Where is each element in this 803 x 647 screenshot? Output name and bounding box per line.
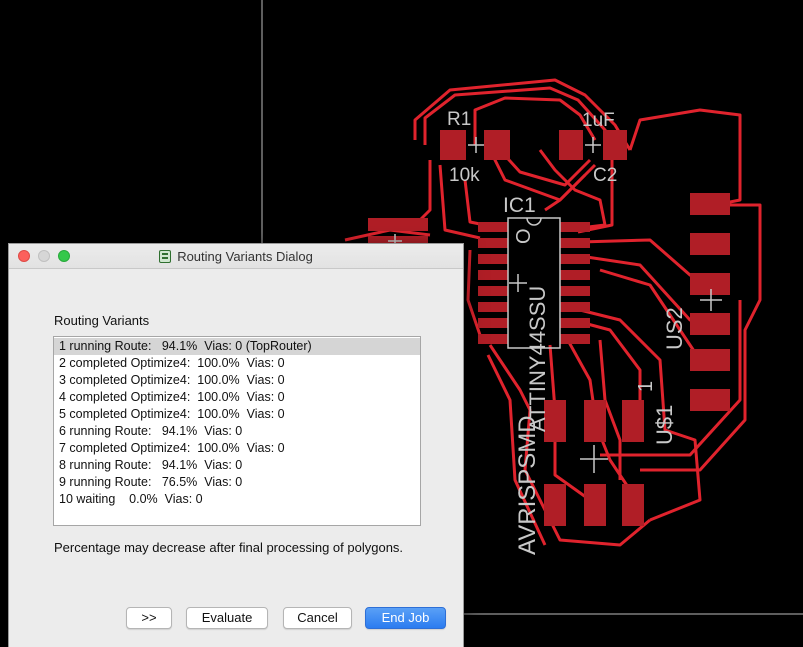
close-window-button[interactable] <box>18 250 30 262</box>
routing-variants-label: Routing Variants <box>54 313 150 328</box>
label-us2: US2 <box>662 307 687 350</box>
label-ic1-pin1: O <box>513 228 535 244</box>
polygon-note: Percentage may decrease after final proc… <box>54 540 404 555</box>
variant-row[interactable]: 4 completed Optimize4: 100.0% Vias: 0 <box>59 390 285 404</box>
variant-row[interactable]: 10 waiting 0.0% Vias: 0 <box>59 492 203 506</box>
end-job-button[interactable]: End Job <box>365 607 446 629</box>
dialog-titlebar[interactable]: Routing Variants Dialog <box>9 244 463 269</box>
label-us1-pin: 1 <box>635 381 657 392</box>
zoom-window-button[interactable] <box>58 250 70 262</box>
dialog-title: Routing Variants Dialog <box>177 248 313 264</box>
variant-row[interactable]: 9 running Route: 76.5% Vias: 0 <box>59 475 243 489</box>
label-c2-value: 1uF <box>582 110 615 131</box>
evaluate-button[interactable]: Evaluate <box>186 607 268 629</box>
more-button[interactable]: >> <box>126 607 172 629</box>
label-r1-value: 10k <box>449 165 480 186</box>
variant-row[interactable]: 7 completed Optimize4: 100.0% Vias: 0 <box>59 441 285 455</box>
variant-row[interactable]: 8 running Route: 94.1% Vias: 0 <box>59 458 243 472</box>
label-ic1-part: ATTINY44SSU <box>525 286 550 432</box>
variant-row[interactable]: 6 running Route: 94.1% Vias: 0 <box>59 424 243 438</box>
label-ic1: IC1 <box>503 194 536 217</box>
cancel-button[interactable]: Cancel <box>283 607 352 629</box>
variant-row[interactable]: 3 completed Optimize4: 100.0% Vias: 0 <box>59 373 285 387</box>
dialog-title-wrap: Routing Variants Dialog <box>9 244 463 268</box>
label-avrisp: AVRISPSMD <box>514 415 541 555</box>
routing-variants-list[interactable]: 1 running Route: 94.1% Vias: 0 (TopRoute… <box>53 336 421 526</box>
label-r1: R1 <box>447 109 471 130</box>
variant-row[interactable]: 5 completed Optimize4: 100.0% Vias: 0 <box>59 407 285 421</box>
variant-row[interactable]: 2 completed Optimize4: 100.0% Vias: 0 <box>59 356 285 370</box>
app-icon <box>159 249 172 263</box>
variant-row[interactable]: 1 running Route: 94.1% Vias: 0 (TopRoute… <box>54 338 420 355</box>
silkscreen-outlines <box>388 137 722 473</box>
routing-variants-dialog: Routing Variants Dialog Routing Variants… <box>8 243 464 647</box>
label-c2: C2 <box>593 165 617 186</box>
minimize-window-button[interactable] <box>38 250 50 262</box>
label-us1: U$1 <box>652 405 677 445</box>
